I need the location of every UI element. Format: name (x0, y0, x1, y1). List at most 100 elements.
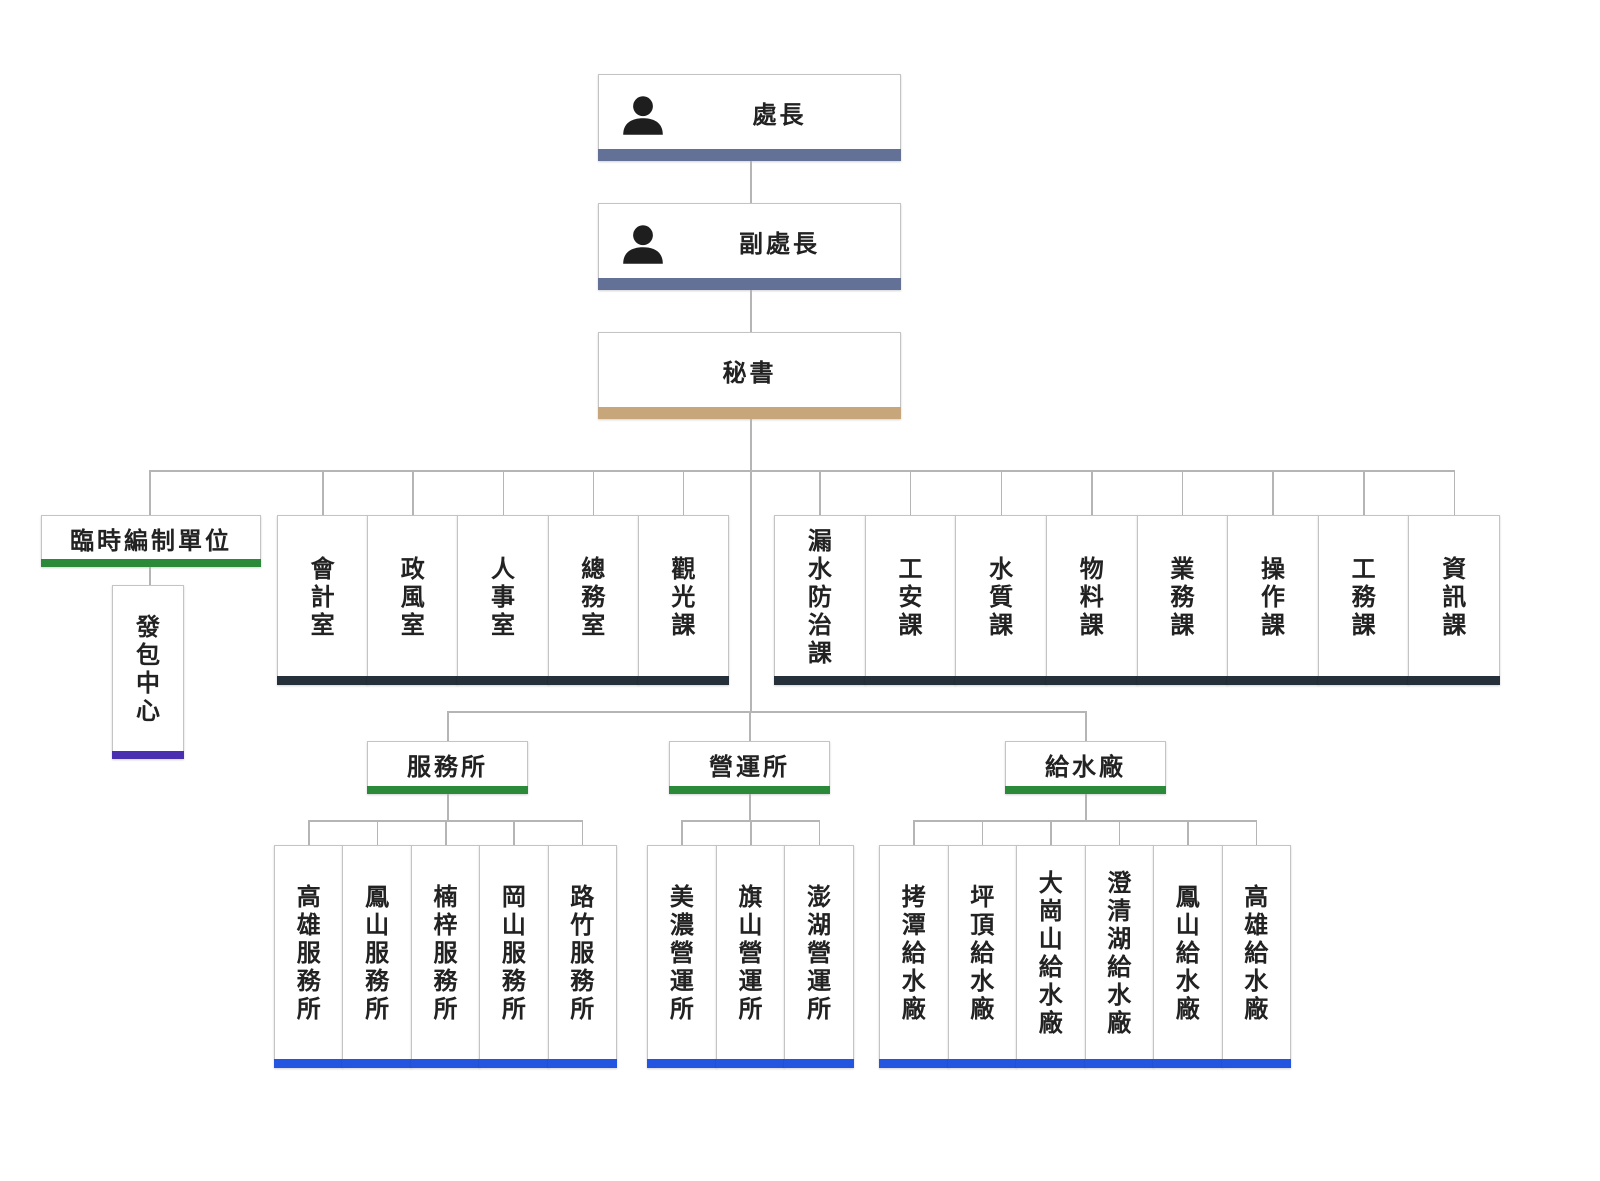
node-branch-unit: 美濃營運所 (647, 845, 717, 1068)
connector-line (447, 711, 449, 741)
node-branch-unit: 楠梓服務所 (410, 845, 481, 1068)
node-label: 觀光課 (671, 554, 696, 639)
node-color-bar (864, 676, 957, 685)
connector-line (819, 470, 821, 515)
node-label: 物料課 (1079, 554, 1104, 639)
node-color-bar (274, 1059, 344, 1068)
node-color-bar (367, 786, 528, 794)
node-label: 人事室 (490, 554, 515, 639)
connector-line (750, 820, 752, 845)
node-temporary-unit: 臨時編制單位 (41, 515, 261, 567)
node-section: 工務課 (1317, 515, 1410, 685)
node-office: 觀光課 (637, 515, 729, 685)
node-label: 業務課 (1170, 554, 1195, 639)
node-label: 澎湖營運所 (807, 883, 832, 1023)
node-color-bar (1408, 676, 1500, 685)
node-color-bar (1227, 676, 1319, 685)
connector-line (581, 820, 584, 845)
node-color-bar (598, 407, 901, 419)
node-label: 水質課 (989, 554, 1014, 639)
node-director: 處長 (598, 74, 901, 161)
node-label: 秘書 (722, 359, 777, 387)
node-label: 美濃營運所 (669, 883, 694, 1023)
connector-line (445, 820, 447, 845)
connector-line (592, 470, 595, 515)
node-label: 高雄服務所 (296, 883, 321, 1023)
node-color-bar (947, 1059, 1017, 1068)
node-office: 會計室 (277, 515, 369, 685)
node-contract-center: 發包中心 (112, 585, 184, 759)
connector-line (1363, 470, 1365, 515)
connector-line (818, 820, 821, 845)
node-branch-unit: 鳳山給水廠 (1153, 845, 1223, 1068)
node-section: 工安課 (864, 515, 957, 685)
node-section: 物料課 (1045, 515, 1138, 685)
connector-line (1181, 470, 1184, 515)
connector-line (909, 470, 912, 515)
connector-line (750, 419, 752, 711)
node-office: 人事室 (457, 515, 549, 685)
node-section: 操作課 (1227, 515, 1319, 685)
connector-line (1187, 820, 1189, 845)
node-color-bar (1221, 1059, 1291, 1068)
connector-line (1453, 470, 1456, 515)
connector-line (1050, 820, 1052, 845)
connector-line (681, 820, 683, 845)
node-color-bar (1045, 676, 1138, 685)
node-branch-unit: 澎湖營運所 (784, 845, 854, 1068)
node-color-bar (1016, 1059, 1086, 1068)
node-branch-unit: 高雄給水廠 (1221, 845, 1291, 1068)
connector-line (376, 820, 379, 845)
node-color-bar (784, 1059, 854, 1068)
node-label: 坪頂給水廠 (970, 883, 995, 1023)
node-color-bar (647, 1059, 717, 1068)
node-color-bar (547, 1059, 617, 1068)
node-label: 操作課 (1260, 554, 1285, 639)
node-section: 水質課 (955, 515, 1047, 685)
node-label: 營運所 (709, 753, 790, 781)
connector-line (1085, 794, 1087, 820)
node-color-bar (598, 278, 901, 290)
node-section: 業務課 (1136, 515, 1229, 685)
connector-line (1255, 820, 1258, 845)
node-color-bar (342, 1059, 412, 1068)
node-color-bar (479, 1059, 549, 1068)
node-office: 政風室 (367, 515, 459, 685)
node-label: 旗山營運所 (738, 883, 763, 1023)
node-branch-unit: 澄清湖給水廠 (1084, 845, 1154, 1068)
node-color-bar (367, 676, 459, 685)
connector-line (322, 470, 324, 515)
node-branch-unit: 高雄服務所 (274, 845, 344, 1068)
node-color-bar (598, 149, 901, 161)
connector-line (750, 290, 752, 332)
node-color-bar (669, 786, 830, 794)
connector-line (149, 567, 151, 585)
node-label: 工務課 (1351, 554, 1376, 639)
node-label: 漏水防治課 (807, 526, 832, 667)
node-color-bar (547, 676, 639, 685)
node-color-bar (277, 676, 369, 685)
connector-line (1091, 470, 1093, 515)
connector-line (412, 470, 414, 515)
connector-line (1000, 470, 1003, 515)
node-branch-unit: 旗山營運所 (715, 845, 786, 1068)
node-branch-unit: 拷潭給水廠 (879, 845, 949, 1068)
connector-line (149, 470, 1455, 472)
node-color-bar (637, 676, 729, 685)
node-branch-unit: 鳳山服務所 (342, 845, 412, 1068)
node-branch: 給水廠 (1005, 741, 1166, 794)
connector-line (913, 820, 915, 845)
node-branch: 營運所 (669, 741, 830, 794)
connector-line (1118, 820, 1121, 845)
node-branch: 服務所 (367, 741, 528, 794)
node-color-bar (879, 1059, 949, 1068)
connector-line (749, 794, 751, 820)
node-label: 拷潭給水廠 (901, 883, 926, 1023)
node-branch-unit: 岡山服務所 (479, 845, 549, 1068)
node-branch-unit: 坪頂給水廠 (947, 845, 1017, 1068)
node-label: 副處長 (739, 230, 820, 258)
person-icon (623, 96, 663, 135)
node-office: 總務室 (547, 515, 639, 685)
node-label: 楠梓服務所 (433, 883, 458, 1023)
connector-line (750, 161, 752, 203)
